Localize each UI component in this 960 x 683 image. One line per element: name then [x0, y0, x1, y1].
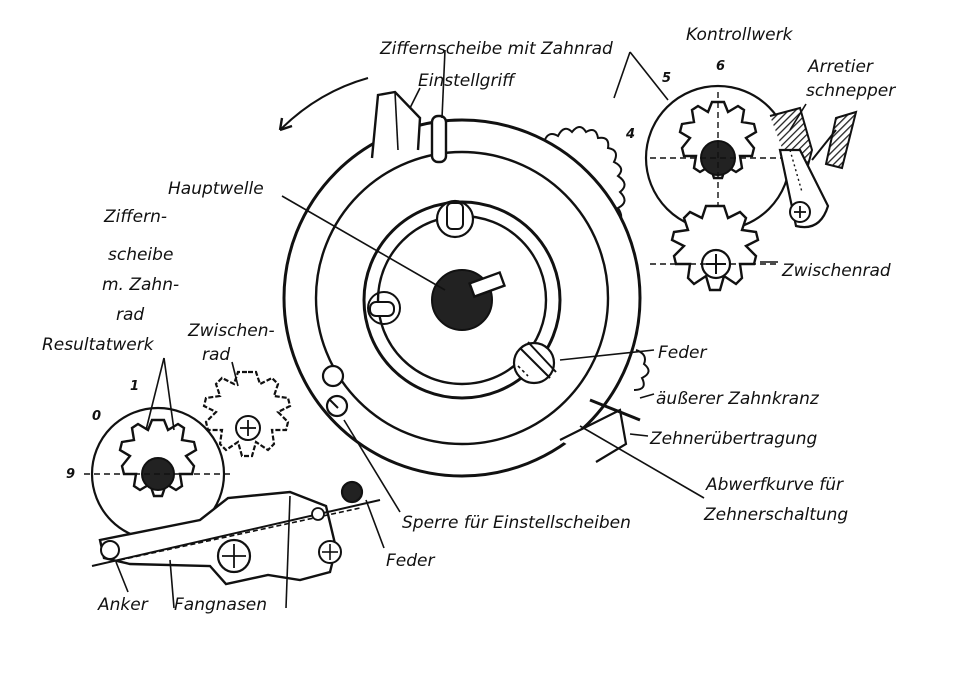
sperre-balls — [321, 364, 364, 504]
label-abwerfkurve-line2: Zehnerschaltung — [703, 505, 848, 525]
resultatwerk-gear — [84, 406, 232, 542]
label-anker: Anker — [97, 595, 149, 615]
zwischenrad-left-gear — [202, 370, 292, 458]
label-arretier: Arretier — [807, 57, 874, 77]
label-ziffern-line3: m. Zahn- — [102, 275, 179, 295]
anker-lever — [91, 490, 381, 586]
label-zwischen-line1: Zwischen- — [187, 321, 275, 341]
label-zwischenrad-right: Zwischenrad — [781, 261, 891, 281]
label-ziffern-line1: Ziffern- — [103, 207, 167, 227]
label-fangnasen: Fangnasen — [174, 595, 267, 615]
main-shaft — [431, 269, 507, 331]
label-feder-right: Feder — [658, 343, 707, 363]
label-resultatwerk: Resultatwerk — [42, 335, 155, 355]
arretier-schnepper — [769, 106, 858, 229]
label-sperre: Sperre für Einstellscheiben — [402, 513, 631, 533]
zwischenrad-right-gear — [650, 204, 780, 292]
digit-kontroll-4: 4 — [625, 127, 635, 142]
label-zwischen-line2: rad — [202, 345, 230, 365]
digit-result-1: 1 — [130, 379, 139, 394]
label-abwerfkurve-line1: Abwerfkurve für — [705, 475, 844, 495]
label-aeusserer-zahnkranz: äußerer Zahnkranz — [656, 389, 820, 409]
digit-result-0: 0 — [92, 409, 101, 424]
rotation-arrow — [278, 77, 369, 132]
digit-kontroll-6: 6 — [716, 59, 725, 74]
kontrollwerk-gear — [644, 84, 792, 232]
label-ziffern-line2: scheibe — [108, 245, 173, 265]
leader-lines — [115, 49, 807, 609]
label-einstellgriff: Einstellgriff — [418, 71, 516, 91]
digit-result-9: 9 — [66, 467, 75, 482]
label-ziffernscheibe-zahnrad: Ziffernscheibe mit Zahnrad — [379, 39, 613, 59]
label-kontrollwerk: Kontrollwerk — [686, 25, 794, 45]
label-zehneruebertragung: Zehnerübertragung — [649, 429, 818, 449]
label-ziffern-line4: rad — [116, 305, 144, 325]
label-hauptwelle: Hauptwelle — [168, 179, 264, 199]
digit-kontroll-5: 5 — [662, 71, 671, 86]
label-schnepper: schnepper — [806, 81, 896, 101]
label-feder-bottom: Feder — [386, 551, 435, 571]
